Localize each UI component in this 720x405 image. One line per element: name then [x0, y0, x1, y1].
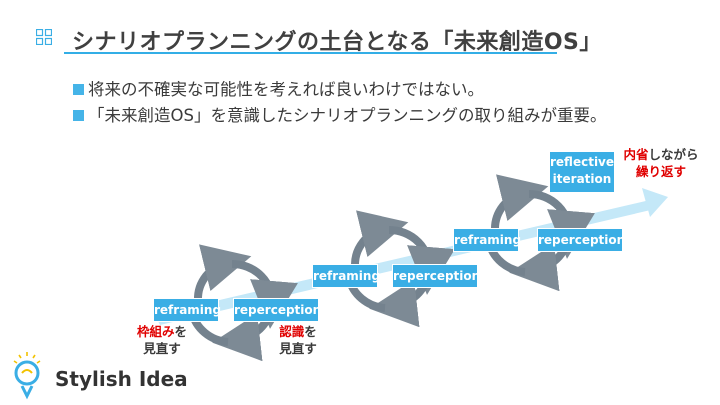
- reperception-label-3: reperception: [537, 228, 625, 252]
- bullet-2-text: 「未来創造OS」を意識したシナリオプランニングの取り組みが重要。: [88, 106, 607, 125]
- reframing-label-2: reframing: [312, 264, 380, 288]
- bullet-2: 「未来創造OS」を意識したシナリオプランニングの取り組みが重要。: [73, 102, 606, 126]
- note-reflect-highlight: 内省: [623, 147, 649, 162]
- page-title: シナリオプランニングの土台となる「未来創造OS」: [72, 30, 602, 55]
- note-reperceive-line2: 見直す: [279, 341, 317, 356]
- logo-text: Stylish Idea: [55, 367, 188, 391]
- bullet-square-icon: [73, 84, 84, 95]
- lightbulb-logo-icon: [13, 352, 41, 400]
- note-reperceive-particle: を: [304, 324, 317, 339]
- reperception-label-2: reperception: [392, 264, 480, 288]
- progress-arrow: [155, 188, 668, 325]
- note-reframe-line2: 見直す: [143, 341, 181, 356]
- note-reperceive-highlight: 認識: [279, 324, 305, 339]
- note-reframe: 枠組みを 見直す: [132, 323, 192, 357]
- grid-icon: [36, 29, 52, 45]
- note-reperceive: 認識を 見直す: [268, 323, 328, 357]
- note-reflect-rest: しながら: [648, 147, 699, 162]
- note-reframe-particle: を: [174, 324, 188, 339]
- bullet-1: 将来の不確実な可能性を考えれば良いわけではない。: [73, 76, 484, 100]
- reframing-label-3: reframing: [453, 228, 521, 252]
- reframing-label-1: reframing: [153, 298, 221, 322]
- reflective-iteration-label: reflective iteration: [549, 151, 615, 193]
- reperception-label-1: reperception: [233, 298, 321, 322]
- note-reflect: 内省しながら 繰り返す: [616, 146, 706, 180]
- bullet-square-icon: [73, 110, 84, 121]
- bullet-1-text: 将来の不確実な可能性を考えれば良いわけではない。: [88, 80, 484, 99]
- note-reframe-highlight: 枠組み: [136, 324, 175, 339]
- note-reflect-line2: 繰り返す: [635, 164, 686, 179]
- title-underline: [64, 52, 557, 54]
